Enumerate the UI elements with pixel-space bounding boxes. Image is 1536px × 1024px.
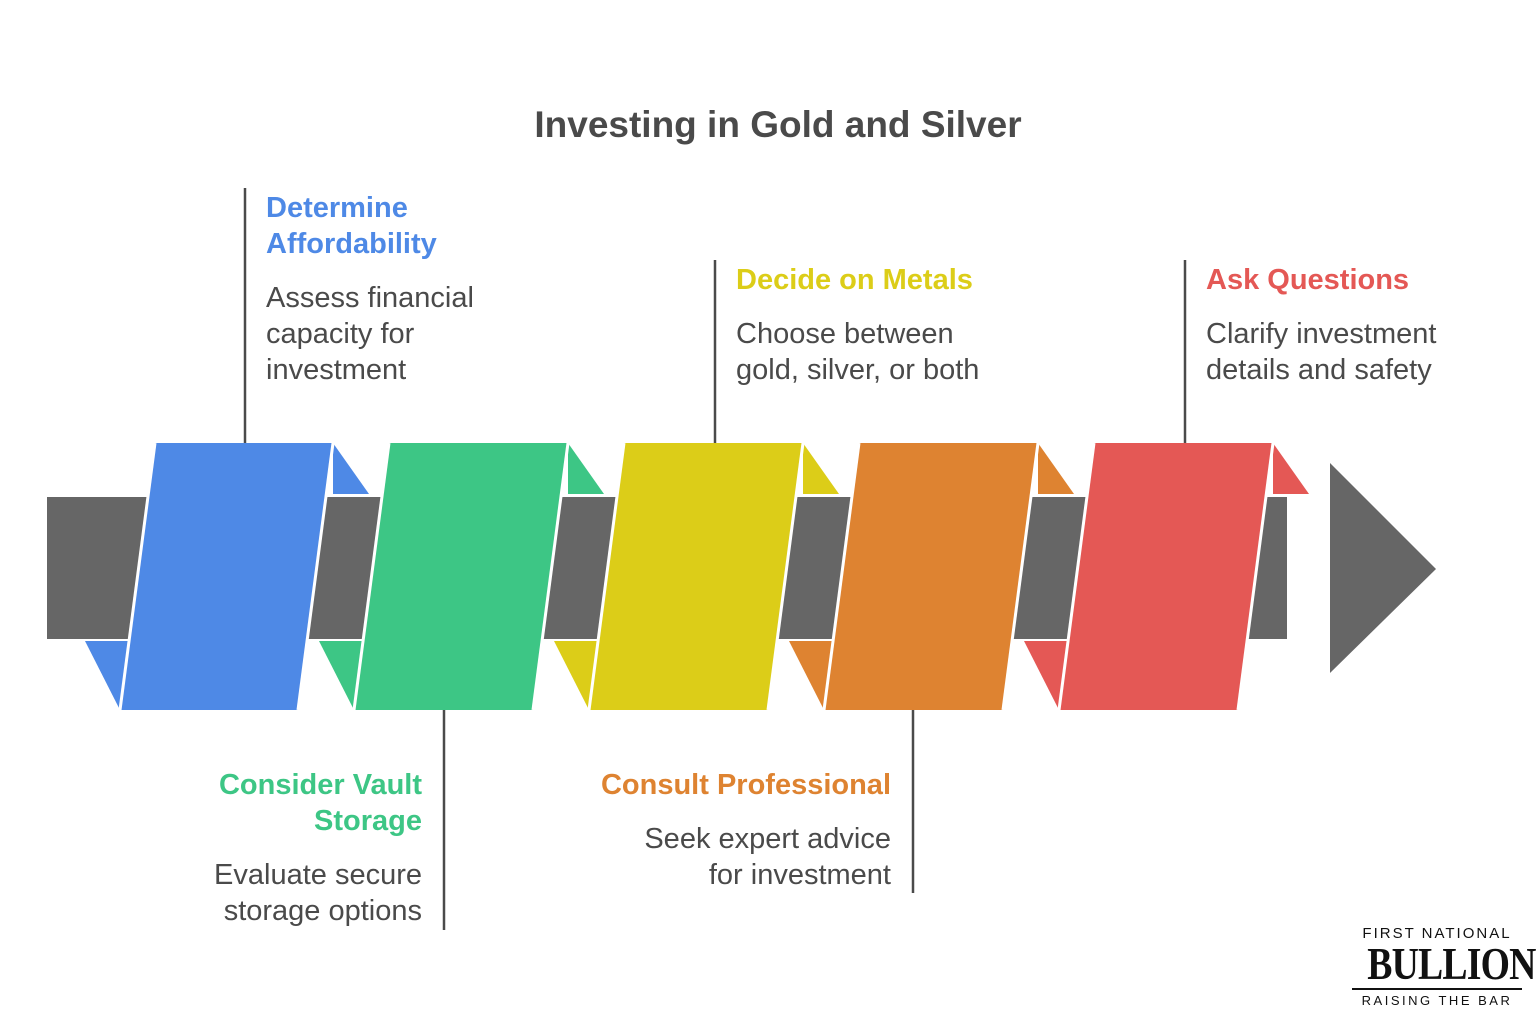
step-3-title: Decide on Metals (736, 264, 973, 296)
step-2-description: Evaluate secure storage options (214, 859, 422, 927)
step-4-description: Seek expert advice for investment (644, 823, 891, 891)
logo-divider (1352, 988, 1522, 990)
step-5-description: Clarify investment details and safety (1206, 318, 1437, 386)
step-1-title: Determine Affordability (266, 192, 437, 260)
step-2-band (319, 442, 604, 711)
step-5-text: Ask Questions Clarify investment details… (1206, 262, 1436, 388)
step-1-text: Determine Affordability Assess financial… (266, 190, 474, 388)
arrow-head (1330, 463, 1436, 673)
step-4-text: Consult Professional Seek expert advice … (560, 767, 891, 893)
step-4-title: Consult Professional (600, 769, 891, 801)
step-4-band (789, 442, 1074, 711)
first-national-bullion-logo: FIRST NATIONAL BULLION RAISING THE BAR (1352, 925, 1536, 1008)
logo-bullion: BULLION (1367, 938, 1536, 989)
diagram-title: Investing in Gold and Silver (534, 104, 1022, 145)
step-5-title: Ask Questions (1206, 264, 1410, 296)
step-3-band (554, 442, 839, 711)
step-3-description: Choose between gold, silver, or both (736, 318, 980, 386)
logo-first-national: FIRST NATIONAL (1362, 925, 1512, 942)
logo-tagline: RAISING THE BAR (1361, 993, 1513, 1008)
step-1-description: Assess financial capacity for investment (266, 282, 474, 386)
step-2-text: Consider Vault Storage Evaluate secure s… (122, 767, 422, 929)
step-1-band (85, 442, 369, 711)
step-2-title: Consider Vault Storage (218, 769, 422, 837)
step-3-text: Decide on Metals Choose between gold, si… (736, 262, 979, 388)
step-5-band (1024, 442, 1309, 711)
